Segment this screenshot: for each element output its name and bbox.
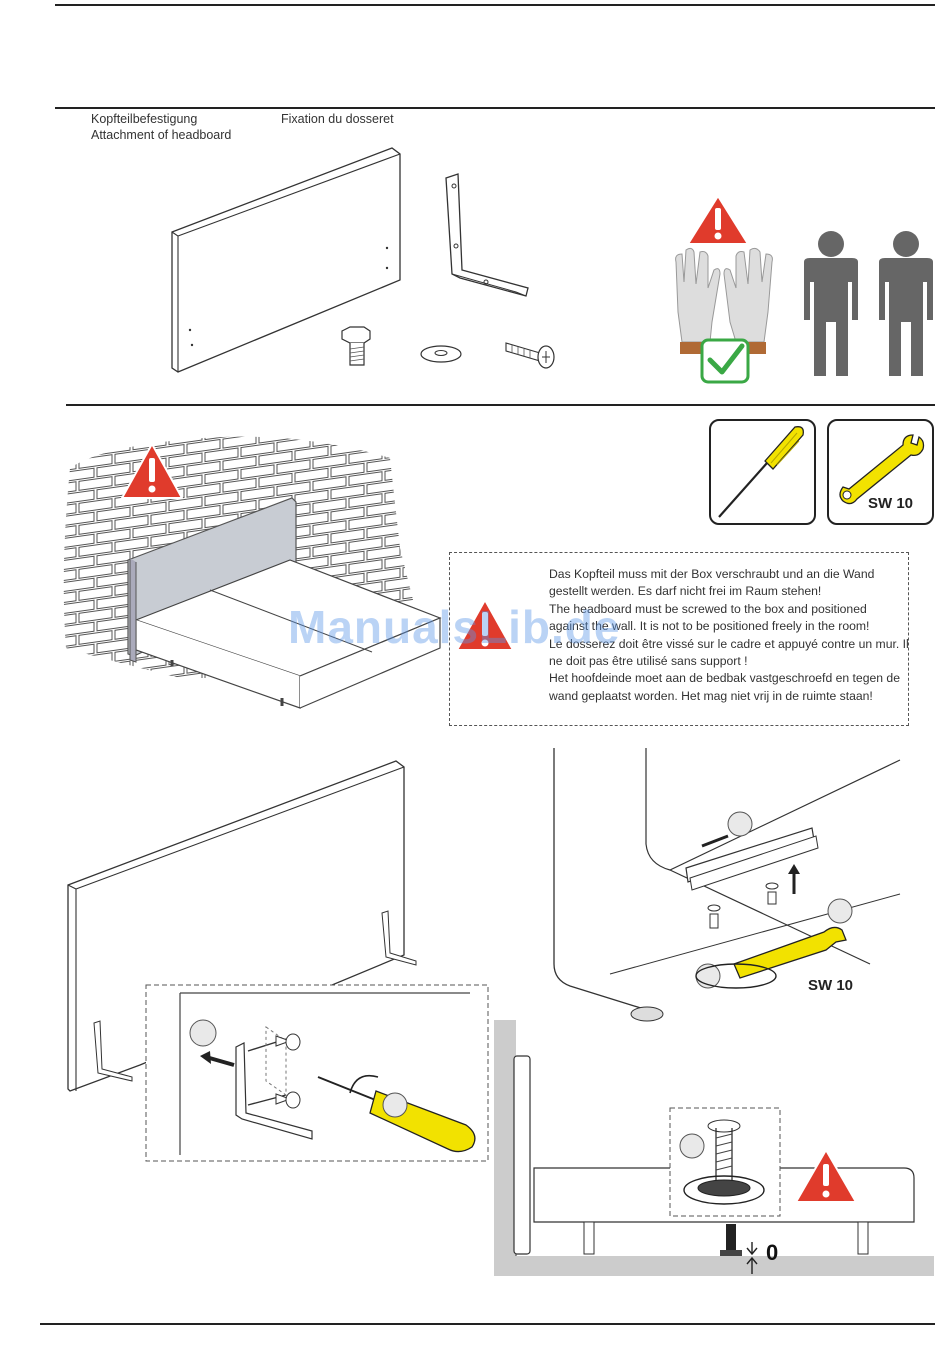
l-bracket-icon [445, 173, 529, 297]
headboard-bracket-illustration [67, 760, 489, 1162]
screw-icon [505, 342, 555, 369]
bed-side-feet-adjustment-illustration [494, 1020, 934, 1276]
tool-wrench-size-label: SW 10 [868, 495, 914, 512]
diagram-wrench-size-label: SW 10 [808, 977, 854, 994]
title-french: Fixation du dosseret [281, 112, 394, 126]
title-english: Attachment of headboard [91, 128, 232, 142]
hex-bolt-icon [341, 326, 371, 366]
washer-icon [420, 345, 462, 363]
note-text-german: Das Kopfteil muss mit der Box verschraub… [549, 567, 875, 599]
gloves-warning-icon [675, 194, 773, 384]
height-gap-label: 0 [766, 1240, 779, 1265]
two-persons-icon [804, 231, 933, 376]
note-text-french: Le dosserez doit être vissé sur le cadre… [549, 636, 909, 669]
note-warning-icon [455, 597, 515, 651]
title-german: Kopfteilbefestigung [91, 112, 198, 126]
brick-wall-bed-illustration [63, 436, 442, 709]
section-rule-1 [55, 107, 935, 109]
section-rule-2 [66, 404, 935, 406]
headboard-panel-illustration [171, 147, 401, 373]
bottom-rule [40, 1323, 935, 1325]
box-underside-wrench-illustration [553, 748, 901, 1022]
watermark: ManualsLib.de [288, 601, 621, 653]
warning-note-box [449, 552, 909, 726]
screwdriver-icon [718, 426, 804, 518]
note-text-english: The headboard must be screwed to the box… [549, 601, 870, 634]
wrench-icon [839, 434, 925, 505]
note-text-dutch: Het hoofdeinde moet aan de bedbak vastge… [549, 671, 900, 703]
top-rule [55, 4, 935, 6]
warning-note-text: Das Kopfteil muss mit der Box verschraub… [549, 566, 909, 705]
